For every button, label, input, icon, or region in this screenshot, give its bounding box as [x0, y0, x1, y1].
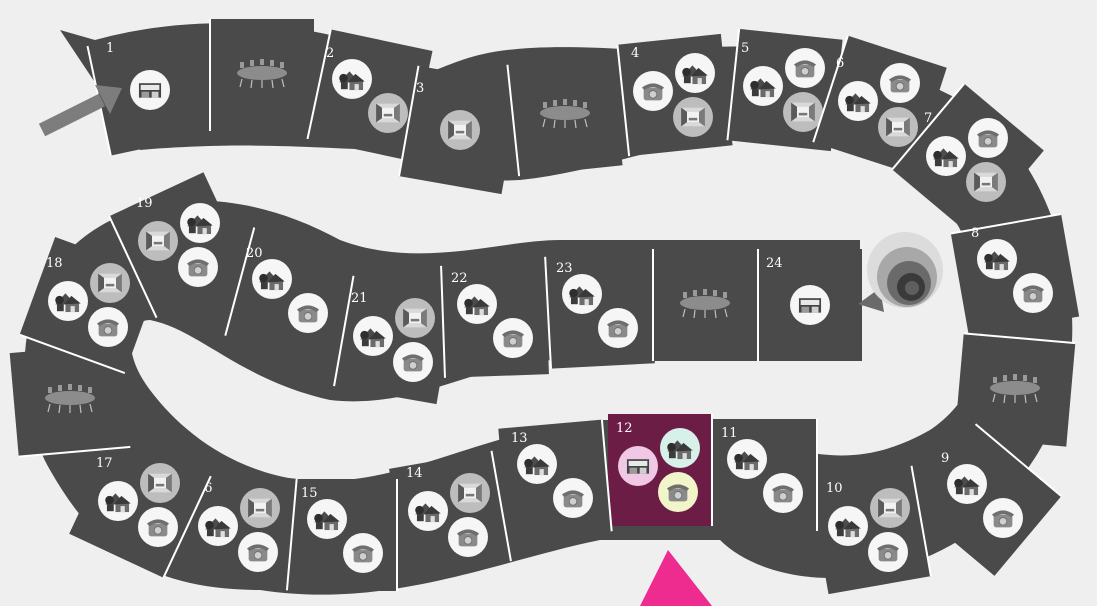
spiral-target-icon — [858, 232, 943, 312]
room-icon — [403, 309, 427, 328]
phone-icon — [642, 83, 664, 100]
square-number: 21 — [351, 291, 368, 306]
phone-icon — [889, 75, 911, 92]
room-icon — [791, 103, 815, 122]
square-number: 20 — [246, 246, 263, 261]
board-square — [210, 19, 314, 131]
phone-icon — [502, 330, 524, 347]
board-square — [653, 249, 757, 361]
square-number: 3 — [416, 81, 424, 96]
square-number: 23 — [556, 261, 573, 276]
phone-icon — [977, 130, 999, 147]
office-icon — [799, 298, 821, 312]
room-icon — [681, 108, 705, 127]
board-square: 24 — [758, 249, 862, 361]
phone-icon — [247, 544, 269, 561]
room-icon — [98, 274, 122, 293]
phone-icon — [992, 510, 1014, 527]
square-number: 6 — [836, 56, 844, 71]
square-number: 18 — [46, 256, 63, 271]
phone-icon — [457, 529, 479, 546]
square-number: 17 — [96, 456, 113, 471]
square-number: 4 — [631, 46, 639, 61]
room-icon — [974, 173, 998, 192]
room-icon — [148, 474, 172, 493]
phone-icon — [607, 320, 629, 337]
phone-icon — [297, 305, 319, 322]
office-icon — [627, 459, 649, 473]
room-icon — [248, 499, 272, 518]
triangle-marker-icon — [640, 550, 712, 606]
board-square: 10 — [809, 466, 931, 594]
square-number: 9 — [941, 451, 949, 466]
phone-icon — [187, 259, 209, 276]
phone-icon — [562, 490, 584, 507]
board-square: 3 — [399, 66, 521, 194]
square-number: 5 — [741, 41, 749, 56]
squares-layer: 123456789101112131415161718192021222324 — [10, 19, 1079, 594]
square-number: 13 — [511, 431, 528, 446]
square-number: 7 — [924, 111, 932, 126]
square-number: 12 — [616, 421, 633, 436]
board-square: 4 — [617, 34, 732, 156]
room-icon — [878, 499, 902, 518]
board-square: 21 — [334, 276, 456, 404]
board-square: 8 — [951, 214, 1079, 336]
phone-icon — [794, 60, 816, 77]
phone-icon — [147, 519, 169, 536]
square-number: 15 — [301, 486, 318, 501]
board-square: 12 — [608, 414, 712, 526]
square-number: 24 — [766, 256, 783, 271]
square-number: 19 — [136, 196, 153, 211]
phone-icon — [352, 545, 374, 562]
square-number: 1 — [106, 41, 114, 56]
room-icon — [458, 484, 482, 503]
phone-icon — [772, 485, 794, 502]
board-square — [507, 54, 622, 176]
board-square: 22 — [441, 262, 549, 378]
board-square: 15 — [293, 479, 397, 591]
board-square: 11 — [713, 419, 817, 531]
board-square: 14 — [389, 451, 511, 579]
room-icon — [146, 232, 170, 251]
board-square: 13 — [498, 420, 611, 541]
phone-icon — [1022, 285, 1044, 302]
square-number: 8 — [971, 226, 979, 241]
room-icon — [886, 118, 910, 137]
square-number: 10 — [826, 481, 843, 496]
phone-icon — [877, 544, 899, 561]
phone-icon — [402, 354, 424, 371]
office-icon — [139, 83, 161, 97]
square-number: 14 — [406, 466, 423, 481]
phone-icon — [667, 484, 689, 501]
room-icon — [448, 121, 472, 140]
phone-icon — [97, 319, 119, 336]
room-icon — [376, 104, 400, 123]
square-number: 2 — [326, 46, 334, 61]
board-square: 23 — [545, 251, 655, 368]
square-number: 11 — [721, 426, 738, 441]
square-number: 22 — [451, 271, 468, 286]
